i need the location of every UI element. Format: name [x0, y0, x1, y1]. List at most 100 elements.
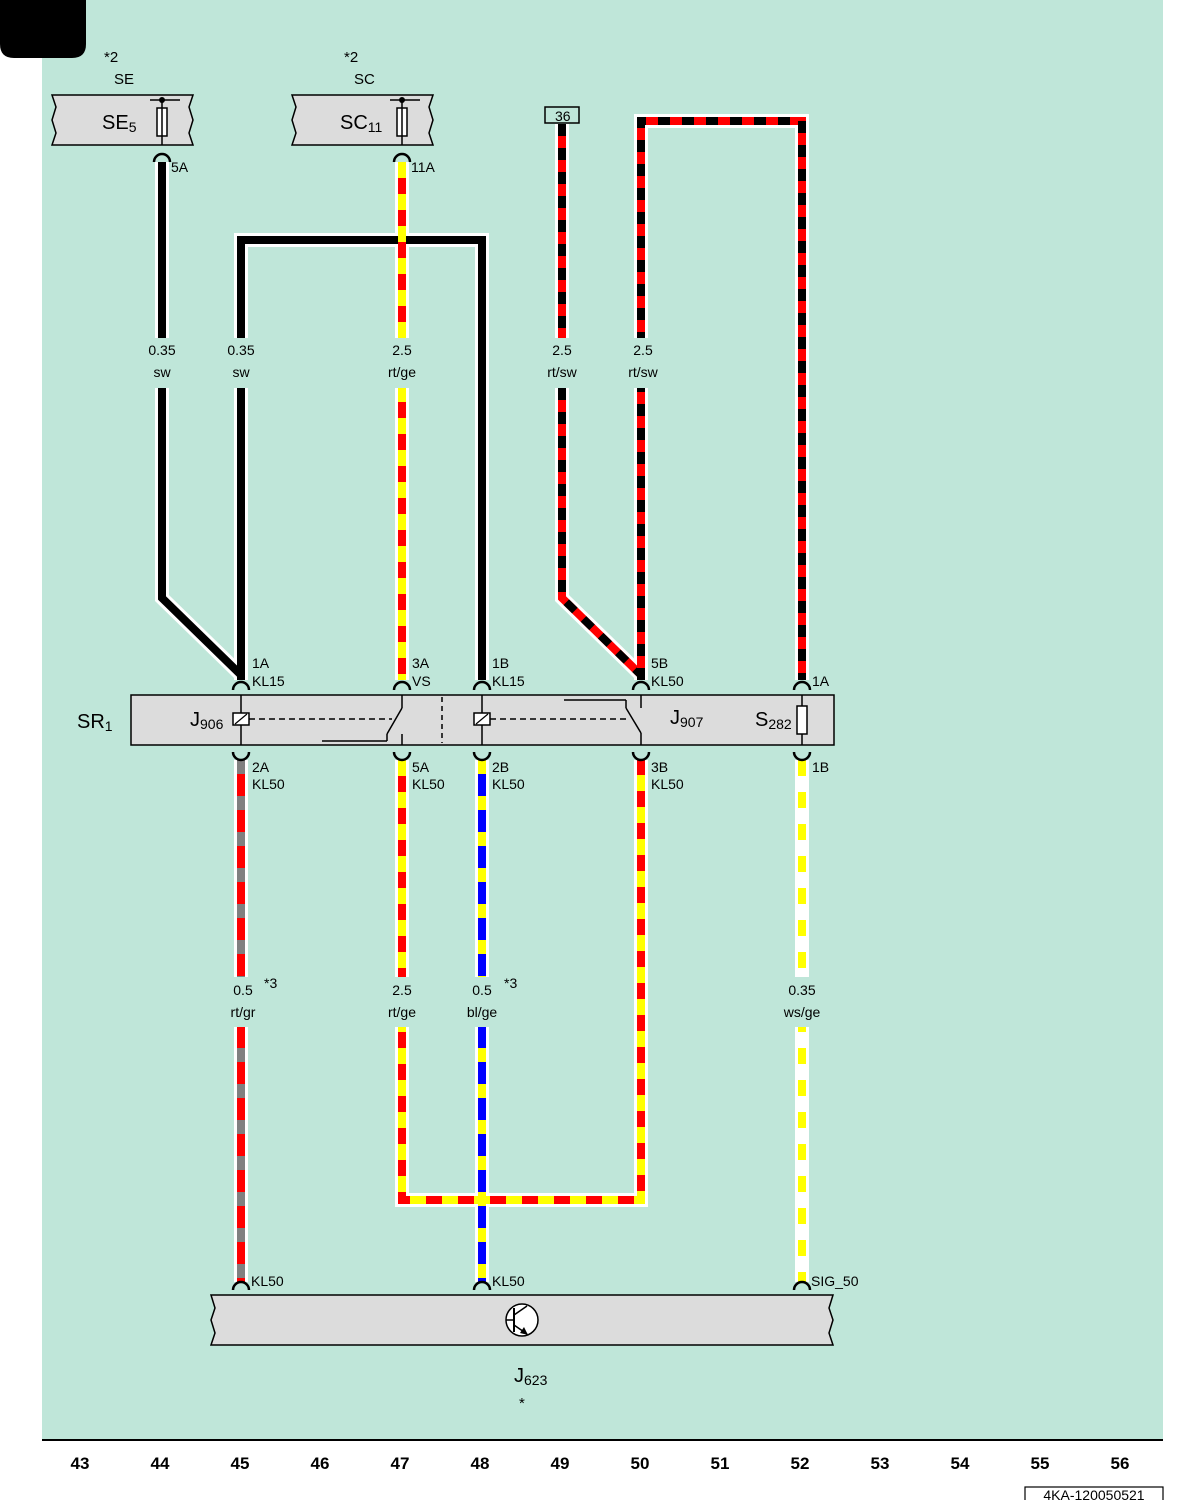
- fuse-se-label: SE5: [102, 112, 137, 135]
- fuse-se-pin: 5A: [171, 159, 189, 175]
- j907-coil-diag: [475, 713, 489, 725]
- wire-48b-color: bl/ge: [467, 1004, 498, 1020]
- ecu-j623: J623 *: [209, 1294, 835, 1412]
- label-gaps: [140, 338, 828, 1027]
- wire-50-color: rt/sw: [628, 364, 658, 380]
- wire-48b-note: *3: [504, 975, 517, 991]
- pin-cup: [472, 680, 492, 691]
- wire-49-color: rt/sw: [547, 364, 577, 380]
- relay-box-sr1: SR1 J906 J907 S282: [77, 694, 835, 746]
- document-id: 4KA-120050521: [1043, 1487, 1144, 1500]
- column-number: 54: [951, 1454, 970, 1473]
- wire-47-50-ge-stripe: [398, 760, 645, 1204]
- pin-bottom-52: 1B: [812, 759, 829, 775]
- wire-45b-color: rt/gr: [231, 1004, 256, 1020]
- sig-top-50: KL50: [651, 673, 684, 689]
- ecu-pin-45: KL50: [251, 1273, 284, 1289]
- ecu-label: J623: [514, 1365, 548, 1388]
- j906-coil-diag: [234, 713, 248, 725]
- pin-cup: [392, 751, 412, 762]
- sig-top-47: VS: [412, 673, 431, 689]
- fuse-s282-label: S282: [755, 709, 792, 732]
- wire-47-color: rt/ge: [388, 364, 416, 380]
- column-number: 55: [1031, 1454, 1050, 1473]
- column-number: 52: [791, 1454, 810, 1473]
- pin-top-52: 1A: [812, 673, 830, 689]
- sig-bottom-45: KL50: [252, 776, 285, 792]
- wire-44-color: sw: [153, 364, 171, 380]
- column-number: 51: [711, 1454, 730, 1473]
- page-corner-tab: [0, 0, 86, 58]
- column-number: 44: [151, 1454, 170, 1473]
- fuse-se-icon-dot: [159, 97, 165, 103]
- transistor-icon: [505, 1303, 539, 1337]
- sig-top-45: KL15: [252, 673, 285, 689]
- sig-bottom-47: KL50: [412, 776, 445, 792]
- pin-cup: [392, 680, 412, 691]
- reference-box-36: 36: [544, 106, 580, 124]
- wire-49-rt-sw: [558, 124, 644, 678]
- pin-bottom-48: 2B: [492, 759, 509, 775]
- column-number: 50: [631, 1454, 650, 1473]
- pin-cup: [392, 152, 412, 163]
- column-number: 46: [311, 1454, 330, 1473]
- wire-44-sw: [158, 162, 244, 678]
- pin-top-48: 1B: [492, 655, 509, 671]
- pin-cup: [472, 751, 492, 762]
- column-number: 43: [71, 1454, 90, 1473]
- relay-j907-label: J907: [670, 707, 704, 730]
- wire-45b-size: 0.5: [233, 982, 253, 998]
- wire-50-52-rt-sw-loop: [637, 117, 806, 680]
- wire-48b-size: 0.5: [472, 982, 492, 998]
- fuse-sc-label: SC11: [340, 112, 383, 135]
- pin-cup: [631, 751, 651, 762]
- wire-47b-color: rt/ge: [388, 1004, 416, 1020]
- relay-j906-label: J906: [190, 709, 224, 732]
- column-numbers: 43 44 45 46 47 48 49 50 51 52 53 54 55 5…: [71, 1454, 1130, 1473]
- document-id-box: 4KA-120050521: [1024, 1486, 1164, 1500]
- pin-cup: [792, 751, 812, 762]
- relay-j907-switch-icon: [625, 707, 642, 734]
- pin-cup: [792, 1280, 812, 1291]
- wire-50-size: 2.5: [633, 342, 653, 358]
- wire-44-size: 0.35: [148, 342, 175, 358]
- ecu-note: *: [519, 1395, 525, 1412]
- pin-cup: [472, 1280, 492, 1291]
- ecu-pin-48: KL50: [492, 1273, 525, 1289]
- pin-cup: [231, 680, 251, 691]
- wire-52b-size: 0.35: [788, 982, 815, 998]
- fuse-sc-pin: 11A: [411, 159, 436, 175]
- pin-cup: [231, 751, 251, 762]
- relay-box-label: SR1: [77, 711, 113, 734]
- fuse-sc-icon-dot: [399, 97, 405, 103]
- wire-47-size: 2.5: [392, 342, 412, 358]
- column-number: 47: [391, 1454, 410, 1473]
- pin-bottom-47: 5A: [412, 759, 430, 775]
- column-number: 48: [471, 1454, 490, 1473]
- wire-45-size: 0.35: [227, 342, 254, 358]
- sig-top-48: KL15: [492, 673, 525, 689]
- pin-cup: [152, 152, 172, 163]
- pin-top-50: 5B: [651, 655, 668, 671]
- fuse-s282-icon: [796, 705, 808, 735]
- column-number: 45: [231, 1454, 250, 1473]
- fuse-se-note: *2: [104, 49, 118, 66]
- wire-45-48-sw-loop: [237, 236, 486, 680]
- fuse-box-sc: *2 SC SC11: [290, 49, 435, 146]
- wire-49-size: 2.5: [552, 342, 572, 358]
- wire-52b-color: ws/ge: [783, 1004, 821, 1020]
- pin-bottom-45: 2A: [252, 759, 270, 775]
- pin-cup: [631, 680, 651, 691]
- fuse-sc-note: *2: [344, 49, 358, 66]
- pin-cup: [792, 680, 812, 691]
- pin-cup: [231, 1280, 251, 1291]
- column-number: 56: [1111, 1454, 1130, 1473]
- fuse-se-code: SE: [114, 71, 134, 88]
- relay-j906-switch-icon: [386, 707, 403, 735]
- wire-45b-note: *3: [264, 975, 277, 991]
- pin-top-47: 3A: [412, 655, 430, 671]
- reference-36-label: 36: [555, 108, 571, 124]
- pin-bottom-50: 3B: [651, 759, 668, 775]
- wire-45-color: sw: [232, 364, 250, 380]
